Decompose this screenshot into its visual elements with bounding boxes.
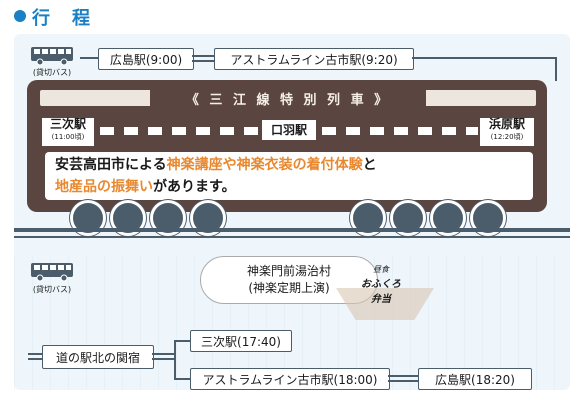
dest-station: 浜原駅 (12:20頃)	[480, 118, 534, 146]
lunch-label: 昼食 おふくろ 弁当	[361, 265, 401, 305]
stop-box: アストラムライン古市駅(9:20)	[214, 48, 414, 70]
connector	[174, 340, 190, 342]
dest-station-name: 浜原駅	[488, 117, 525, 131]
stop-box: アストラムライン古市駅(18:00)	[190, 368, 390, 390]
dest-time: (12:20頃)	[490, 133, 524, 141]
bento-icon	[336, 288, 434, 320]
rail-dash	[100, 127, 262, 135]
start-station: 道の駅北の関宿	[42, 345, 154, 369]
stop-box: 三次駅(17:40)	[190, 330, 292, 352]
connector	[80, 57, 100, 59]
venue-note: (神楽定期上演)	[248, 281, 330, 295]
connector	[192, 55, 214, 57]
bus-label: (貸切バス)	[32, 68, 72, 77]
connector	[388, 380, 418, 382]
connector	[412, 57, 556, 59]
train-info: 安芸高田市による神楽講座や神楽衣装の着付体験と 地産品の振舞いがあります。	[45, 152, 533, 200]
stop-box: 広島駅(9:00)	[98, 48, 194, 70]
connector	[28, 353, 42, 355]
bullet-icon	[14, 10, 26, 22]
connector	[388, 375, 418, 377]
connector	[152, 353, 174, 355]
origin-station-name: 三次駅	[49, 117, 86, 131]
bus-icon	[31, 263, 73, 282]
rail-track	[14, 236, 570, 238]
bus-label: (貸切バス)	[32, 285, 72, 294]
rail-track	[14, 228, 570, 232]
origin-time: (11:00頃)	[51, 133, 85, 141]
bus-icon	[31, 47, 73, 66]
stop-box: 広島駅(18:20)	[418, 368, 532, 390]
connector	[152, 358, 174, 360]
middle-station: 口羽駅	[262, 120, 316, 140]
train-name: 《 三 江 線 特 別 列 車 》	[150, 88, 426, 108]
connector	[174, 378, 190, 380]
venue-name: 神楽門前湯治村	[246, 264, 331, 278]
rail-dash	[322, 127, 478, 135]
origin-station: 三次駅 (11:00頃)	[42, 118, 94, 146]
connector	[28, 358, 42, 360]
connector	[174, 340, 176, 380]
connector	[555, 57, 557, 81]
connector	[192, 60, 214, 62]
page-title: 行 程	[14, 4, 92, 30]
